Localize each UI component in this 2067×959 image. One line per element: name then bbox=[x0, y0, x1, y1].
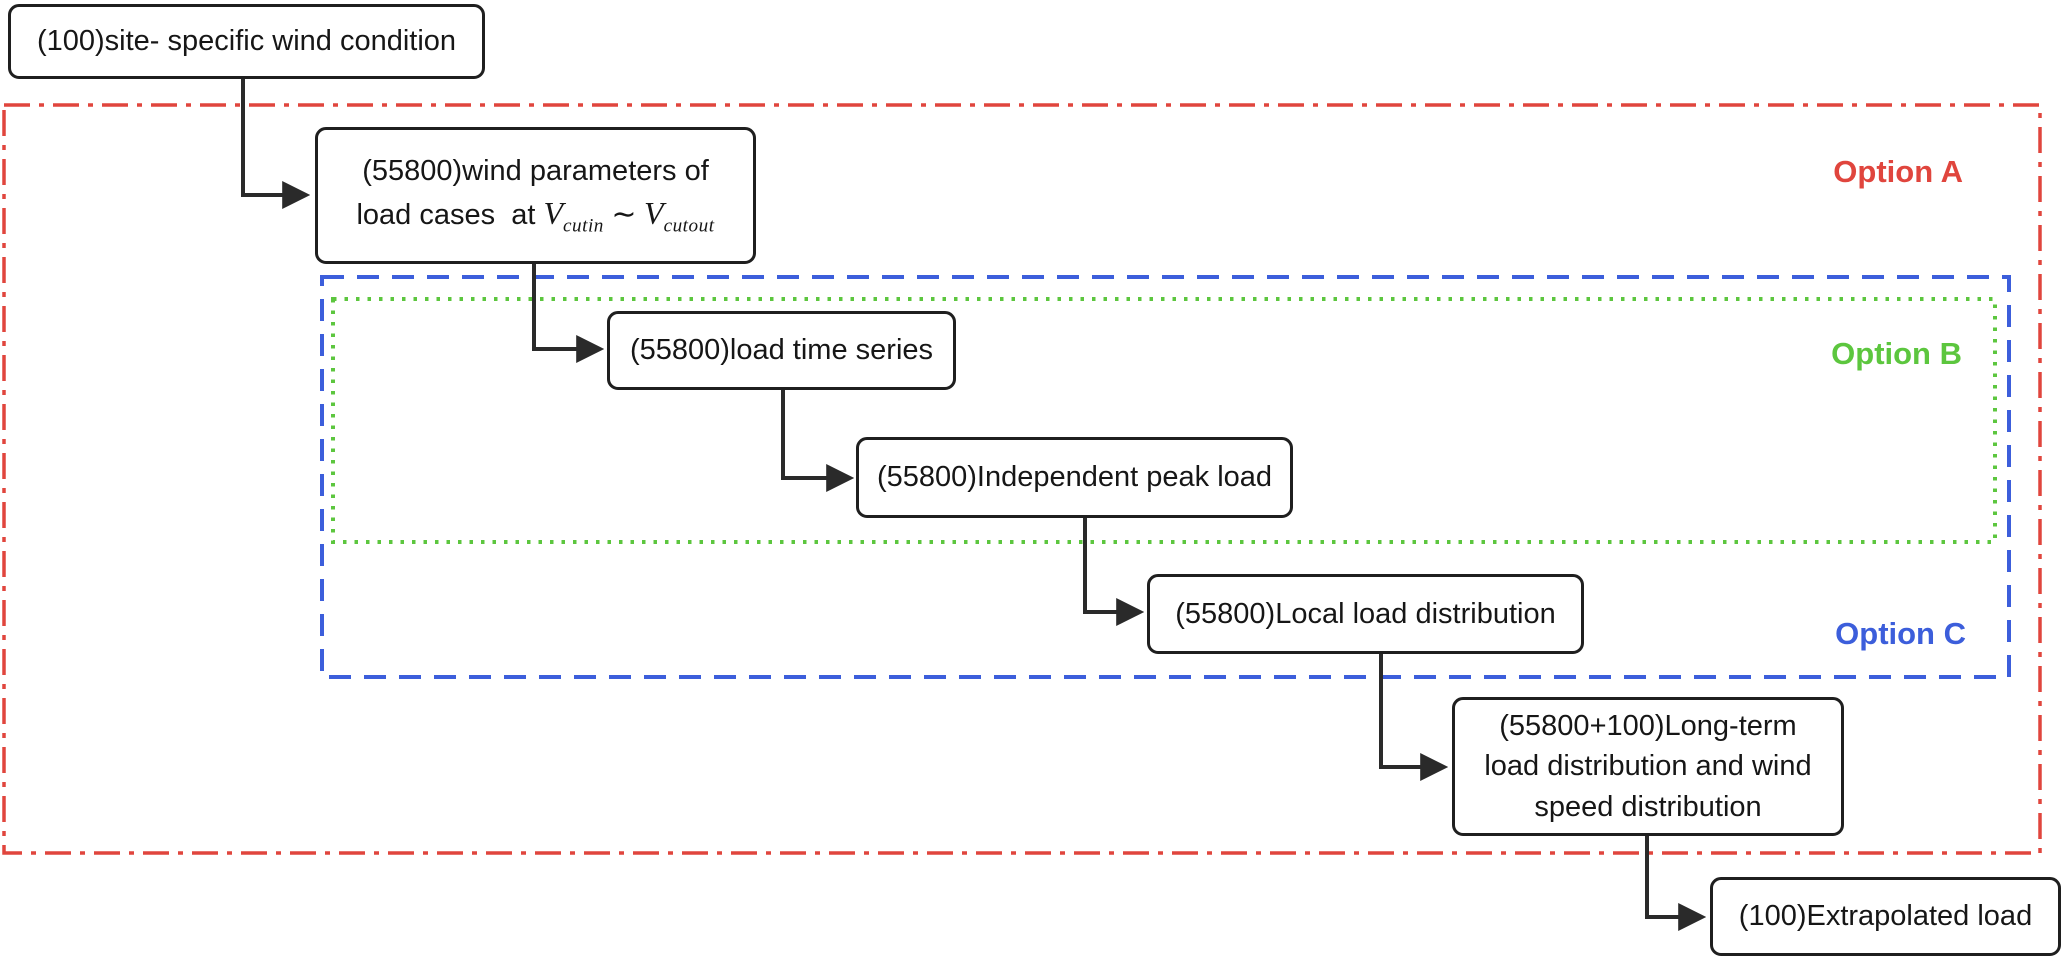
node-wind-parameters: (55800)wind parameters of load cases at … bbox=[315, 127, 756, 264]
node-wind-parameters-text: (55800)wind parameters of load cases at … bbox=[356, 151, 714, 240]
option-b-label: Option B bbox=[1831, 336, 1962, 371]
node-site-specific-wind-condition: (100)site- specific wind condition bbox=[8, 4, 485, 79]
node-wind-parameters-line2-text: load cases at bbox=[356, 199, 544, 232]
math-v-cutout: Vcutout bbox=[644, 195, 715, 236]
math-sub-cutout: cutout bbox=[663, 215, 715, 237]
node-wind-parameters-line2: load cases at Vcutin ∼ Vcutout bbox=[356, 191, 714, 240]
node-site-label: (100)site- specific wind condition bbox=[36, 25, 457, 58]
math-tilde: ∼ bbox=[603, 198, 645, 232]
math-v-cutin: Vcutin bbox=[543, 195, 603, 236]
option-a-label: Option A bbox=[1833, 154, 1963, 189]
option-a-frame bbox=[2, 103, 2042, 855]
node-long-term-line2: load distribution and wind bbox=[1484, 750, 1812, 783]
node-load-time-series: (55800)load time series bbox=[607, 311, 956, 390]
math-v-symbol: V bbox=[543, 195, 563, 232]
option-c-label: Option C bbox=[1835, 616, 1966, 651]
node-load-time-series-label: (55800)load time series bbox=[629, 334, 934, 367]
arrow-site-to-windparam bbox=[241, 78, 311, 209]
math-v-symbol: V bbox=[644, 195, 664, 232]
node-long-term-text: (55800+100)Long-term load distribution a… bbox=[1484, 706, 1811, 826]
node-long-term-distribution: (55800+100)Long-term load distribution a… bbox=[1452, 697, 1844, 836]
math-sub-cutin: cutin bbox=[563, 215, 604, 237]
option-b-frame bbox=[331, 297, 1997, 544]
arrow-windparam-to-timeseries bbox=[532, 261, 605, 363]
node-long-term-line3: speed distribution bbox=[1534, 790, 1762, 823]
node-long-term-line1: (55800+100)Long-term bbox=[1499, 710, 1797, 743]
node-local-load-distribution: (55800)Local load distribution bbox=[1147, 574, 1584, 654]
option-c-frame bbox=[320, 275, 2011, 679]
node-independent-peak-load-label: (55800)Independent peak load bbox=[876, 461, 1273, 494]
arrow-localdist-to-longterm bbox=[1379, 651, 1449, 781]
arrow-peak-to-localdist bbox=[1083, 515, 1145, 626]
node-wind-parameters-line1: (55800)wind parameters of bbox=[362, 155, 709, 188]
arrow-longterm-to-extrapolated bbox=[1645, 833, 1707, 931]
node-extrapolated-load-label: (100)Extrapolated load bbox=[1738, 900, 2033, 933]
node-extrapolated-load: (100)Extrapolated load bbox=[1710, 877, 2061, 956]
arrow-timeseries-to-peak bbox=[781, 387, 855, 492]
node-independent-peak-load: (55800)Independent peak load bbox=[856, 437, 1293, 518]
node-local-load-distribution-label: (55800)Local load distribution bbox=[1175, 597, 1556, 630]
